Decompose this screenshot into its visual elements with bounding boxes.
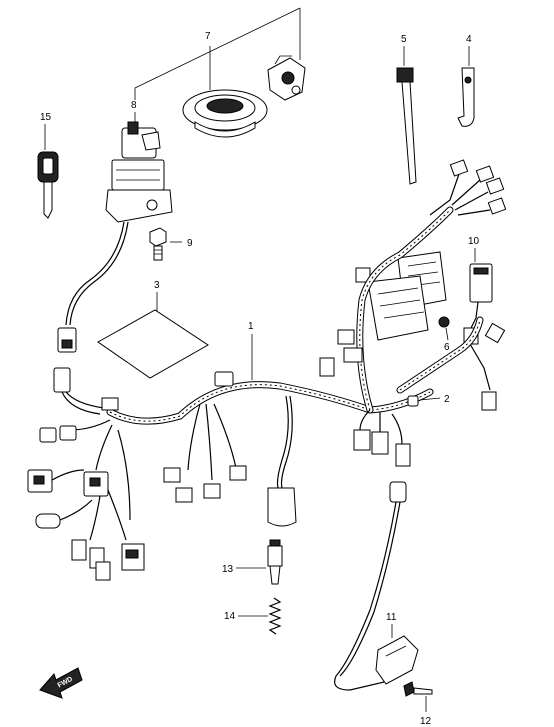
screw-6[interactable]: 6 bbox=[438, 316, 450, 353]
callout-14[interactable]: 14 bbox=[224, 611, 236, 622]
seat-lock[interactable] bbox=[267, 55, 306, 101]
fuse-box[interactable] bbox=[355, 251, 447, 341]
screw-12[interactable]: 12 bbox=[403, 681, 433, 727]
fuel-cap[interactable] bbox=[182, 89, 268, 138]
terminal-13[interactable]: 13 bbox=[222, 539, 283, 585]
ignition-switch-lead[interactable] bbox=[57, 221, 129, 353]
callout-5[interactable]: 5 bbox=[401, 34, 407, 45]
callout-1[interactable]: 1 bbox=[248, 321, 254, 332]
callout-7-group: 7 bbox=[134, 7, 301, 100]
bolt-9[interactable]: 9 bbox=[149, 227, 193, 261]
callout-13[interactable]: 13 bbox=[222, 564, 234, 575]
callout-10[interactable]: 10 bbox=[468, 236, 480, 247]
harness-clamp-2[interactable]: 2 bbox=[407, 394, 450, 407]
key[interactable]: 15 bbox=[37, 112, 59, 219]
callout-9[interactable]: 9 bbox=[187, 238, 193, 249]
callout-12[interactable]: 12 bbox=[420, 716, 432, 727]
clamp-4[interactable]: 4 bbox=[457, 34, 475, 127]
connector-cluster-right[interactable] bbox=[319, 329, 411, 467]
ignition-switch[interactable]: 8 bbox=[105, 100, 173, 223]
sensor-11[interactable]: 11 bbox=[334, 481, 419, 691]
spring-14[interactable]: 14 bbox=[224, 597, 282, 635]
callout-11[interactable]: 11 bbox=[386, 612, 397, 623]
connector-group-top-right[interactable] bbox=[429, 159, 507, 216]
callout-3[interactable]: 3 bbox=[154, 280, 160, 291]
callout-7[interactable]: 7 bbox=[205, 31, 211, 42]
connector-cluster-left[interactable] bbox=[27, 367, 145, 581]
callout-8[interactable]: 8 bbox=[131, 100, 137, 111]
callout-4[interactable]: 4 bbox=[466, 34, 472, 45]
main-wiring-harness[interactable]: 1 bbox=[106, 206, 484, 425]
callout-6[interactable]: 6 bbox=[444, 342, 450, 353]
callout-15[interactable]: 15 bbox=[40, 112, 52, 123]
sheet-3[interactable]: 3 bbox=[97, 280, 209, 379]
relay-10[interactable]: 10 bbox=[463, 236, 506, 411]
cable-tie[interactable]: 5 bbox=[396, 34, 417, 185]
callout-2[interactable]: 2 bbox=[444, 394, 450, 405]
connector-cluster-center[interactable] bbox=[163, 395, 297, 527]
fwd-arrow: FWD bbox=[39, 667, 83, 699]
